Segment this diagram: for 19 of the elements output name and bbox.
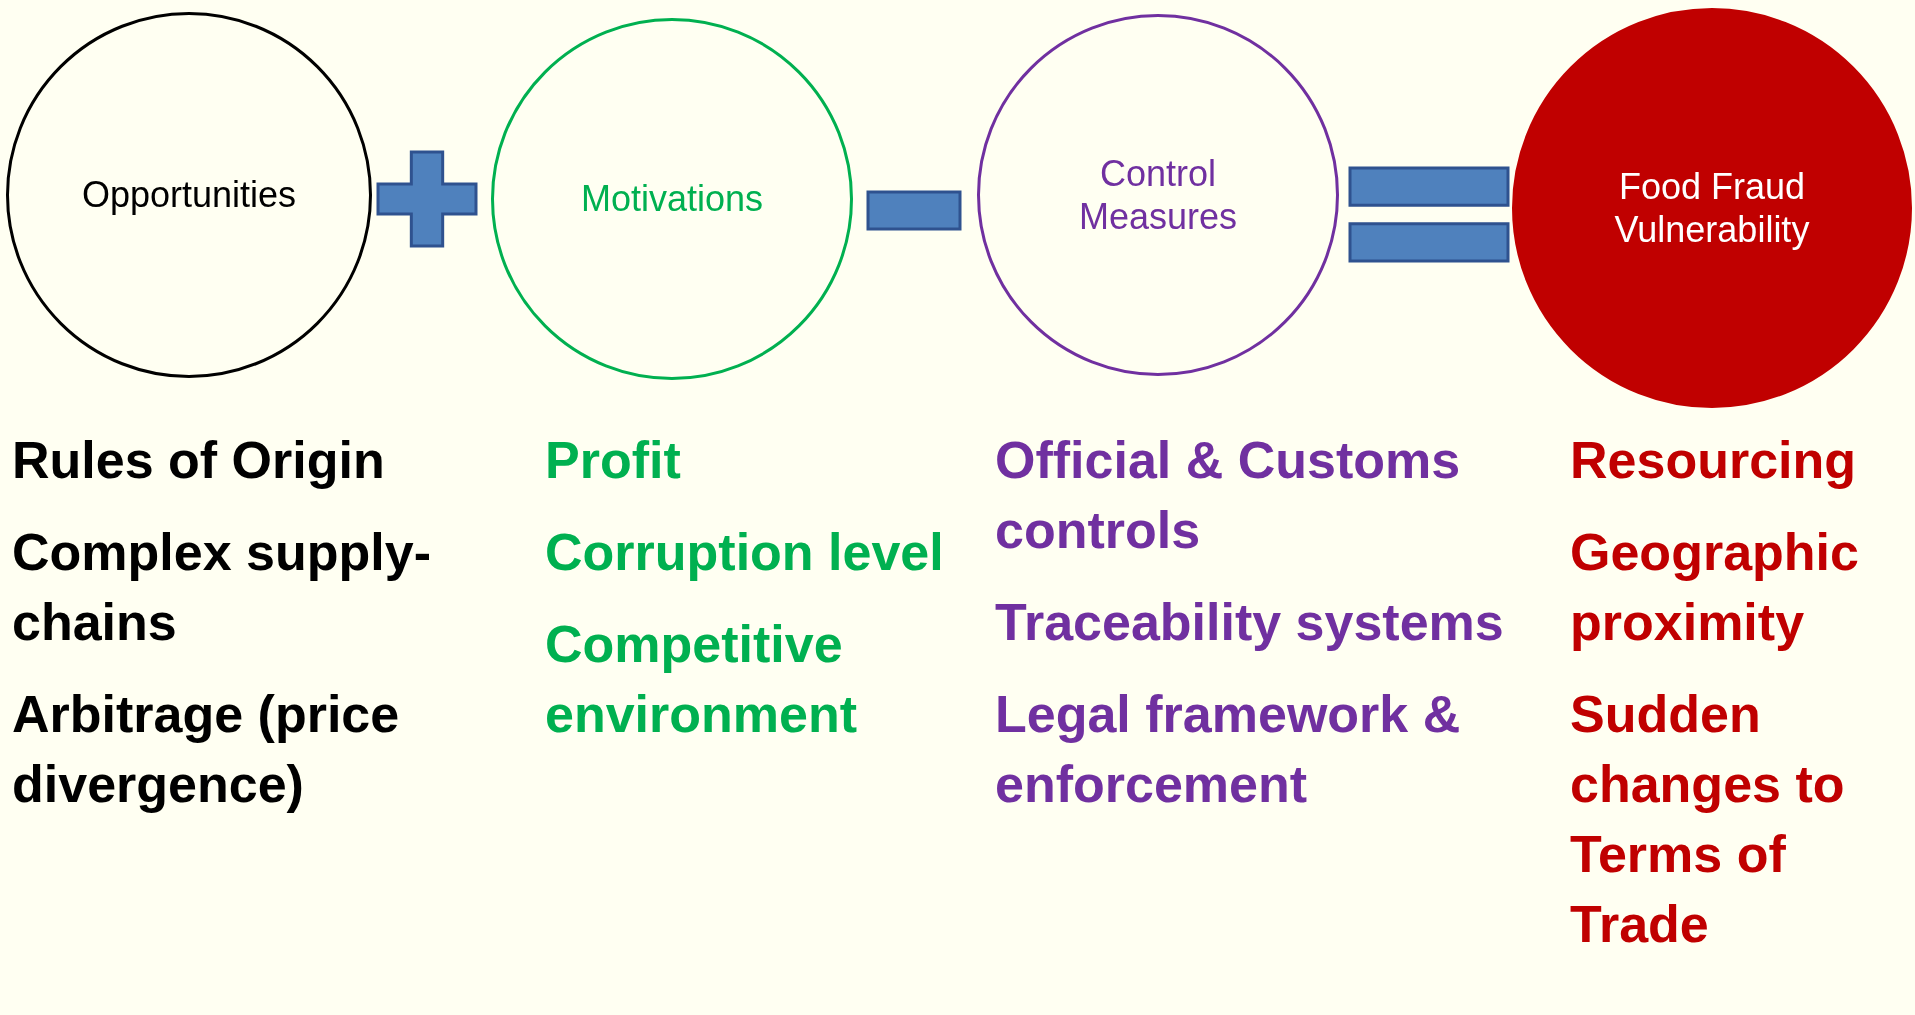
factor-text: Rules of Origin bbox=[12, 430, 386, 491]
circle bbox=[6, 12, 372, 378]
factor-text: Resourcing bbox=[1570, 430, 1858, 491]
factor-text: Corruption level bbox=[545, 522, 945, 583]
circle-label: Motivations bbox=[580, 177, 764, 221]
circle bbox=[977, 14, 1339, 376]
factor-text: Legal framework & enforcement bbox=[995, 684, 1462, 815]
factor-text: Traceability systems bbox=[995, 592, 1505, 653]
circle bbox=[491, 18, 853, 380]
factor-text: Competitive environment bbox=[545, 614, 859, 745]
factor-text: Arbitrage (price divergence) bbox=[12, 684, 401, 815]
circle-label: Food Fraud Vulnerability bbox=[1613, 164, 1811, 252]
circle-label: Opportunities bbox=[81, 173, 297, 217]
factor-text: Official & Customs controls bbox=[995, 430, 1462, 561]
factor-text: Geographic proximity bbox=[1570, 522, 1860, 653]
factor-text: Profit bbox=[545, 430, 682, 491]
factor-text: Complex supply-chains bbox=[12, 522, 432, 653]
factor-text: Sudden changes to Terms of Trade bbox=[1570, 684, 1846, 955]
circle-label: Control Measures bbox=[1077, 151, 1239, 239]
